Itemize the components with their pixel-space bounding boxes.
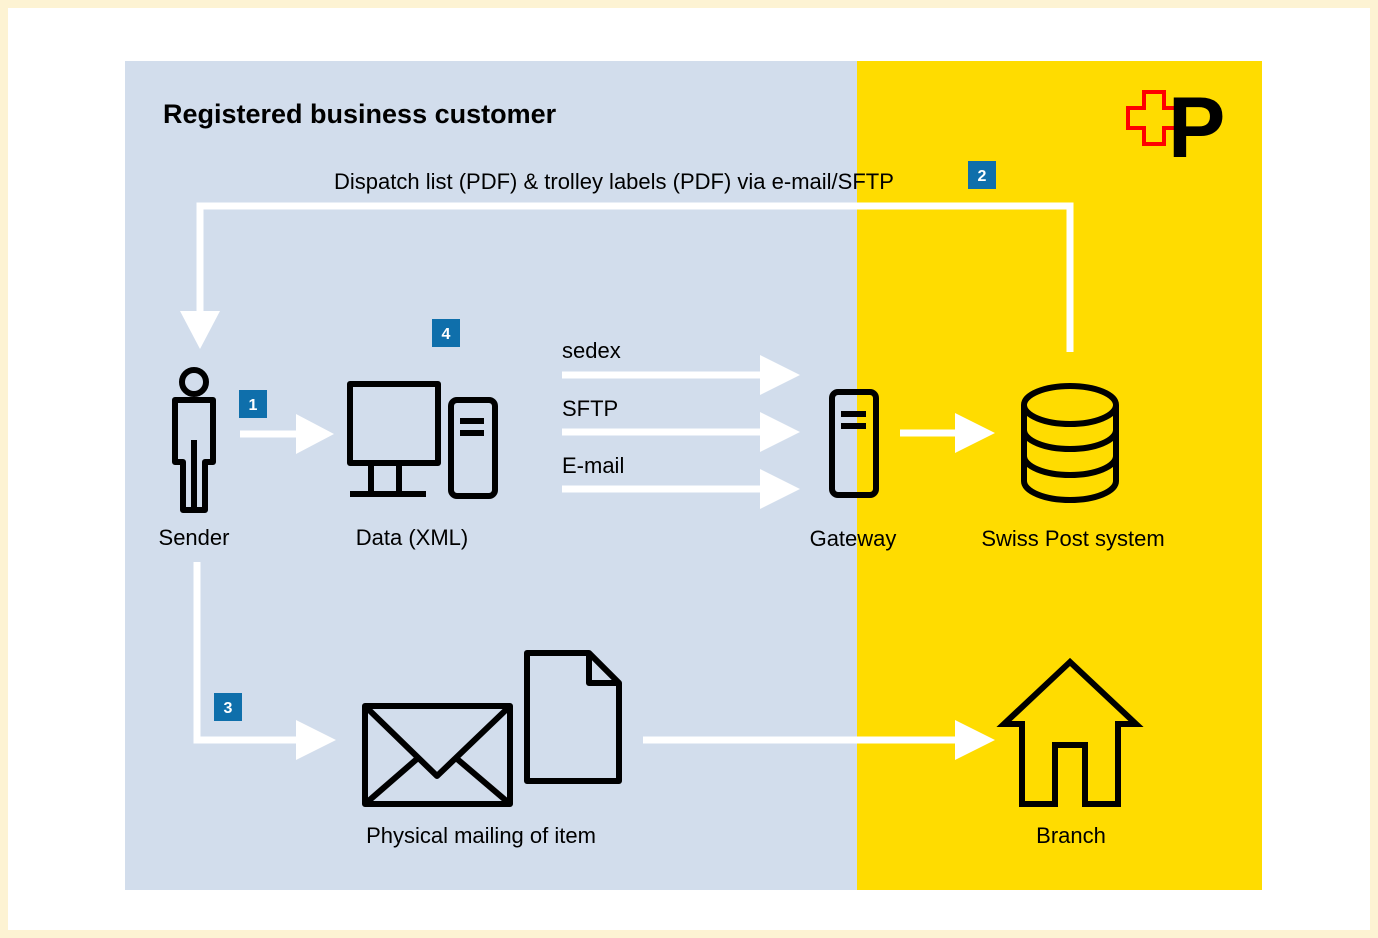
- mailing-to-branch-arrow: [643, 720, 995, 760]
- mailing-label: Physical mailing of item: [366, 823, 596, 848]
- channel-sftp-arrow: [562, 412, 800, 452]
- dispatch-label: Dispatch list (PDF) & trolley labels (PD…: [334, 169, 894, 194]
- svg-text:1: 1: [249, 397, 258, 414]
- channel-email-label: E-mail: [562, 453, 624, 478]
- step-badge-2: 2: [968, 161, 996, 189]
- logo-letter: P: [1168, 80, 1225, 176]
- envelope-icon: [362, 703, 513, 807]
- person-icon: [172, 367, 216, 513]
- channel-sedex-arrow: [562, 355, 800, 395]
- house-icon: [996, 657, 1144, 807]
- svg-text:3: 3: [224, 700, 233, 717]
- sender-to-mailing-arrow: [193, 562, 336, 760]
- step-badge-1: 1: [239, 390, 267, 418]
- svg-text:2: 2: [978, 168, 987, 185]
- data-label: Data (XML): [356, 525, 468, 550]
- channel-sedex-label: sedex: [562, 338, 621, 363]
- branch-label: Branch: [1036, 823, 1106, 848]
- customer-area: [125, 61, 857, 890]
- sender-to-data-arrow: [240, 414, 334, 454]
- channel-sftp-label: SFTP: [562, 396, 618, 421]
- gateway-label: Gateway: [810, 526, 897, 551]
- gateway-to-system-arrow: [900, 413, 995, 453]
- computer-icon: [347, 381, 498, 499]
- database-icon: [1021, 383, 1119, 503]
- step-badge-4: 4: [432, 319, 460, 347]
- swiss-post-system-label: Swiss Post system: [981, 526, 1164, 551]
- sender-label: Sender: [159, 525, 230, 550]
- document-icon: [524, 650, 622, 784]
- svg-text:4: 4: [442, 326, 451, 343]
- server-icon: [829, 389, 879, 498]
- channel-email-arrow: [562, 469, 800, 509]
- panel-title: Registered business customer: [163, 99, 557, 129]
- step-badge-3: 3: [214, 693, 242, 721]
- swiss-post-logo: P: [1126, 80, 1225, 176]
- dispatch-flow-arrow: [180, 202, 1074, 352]
